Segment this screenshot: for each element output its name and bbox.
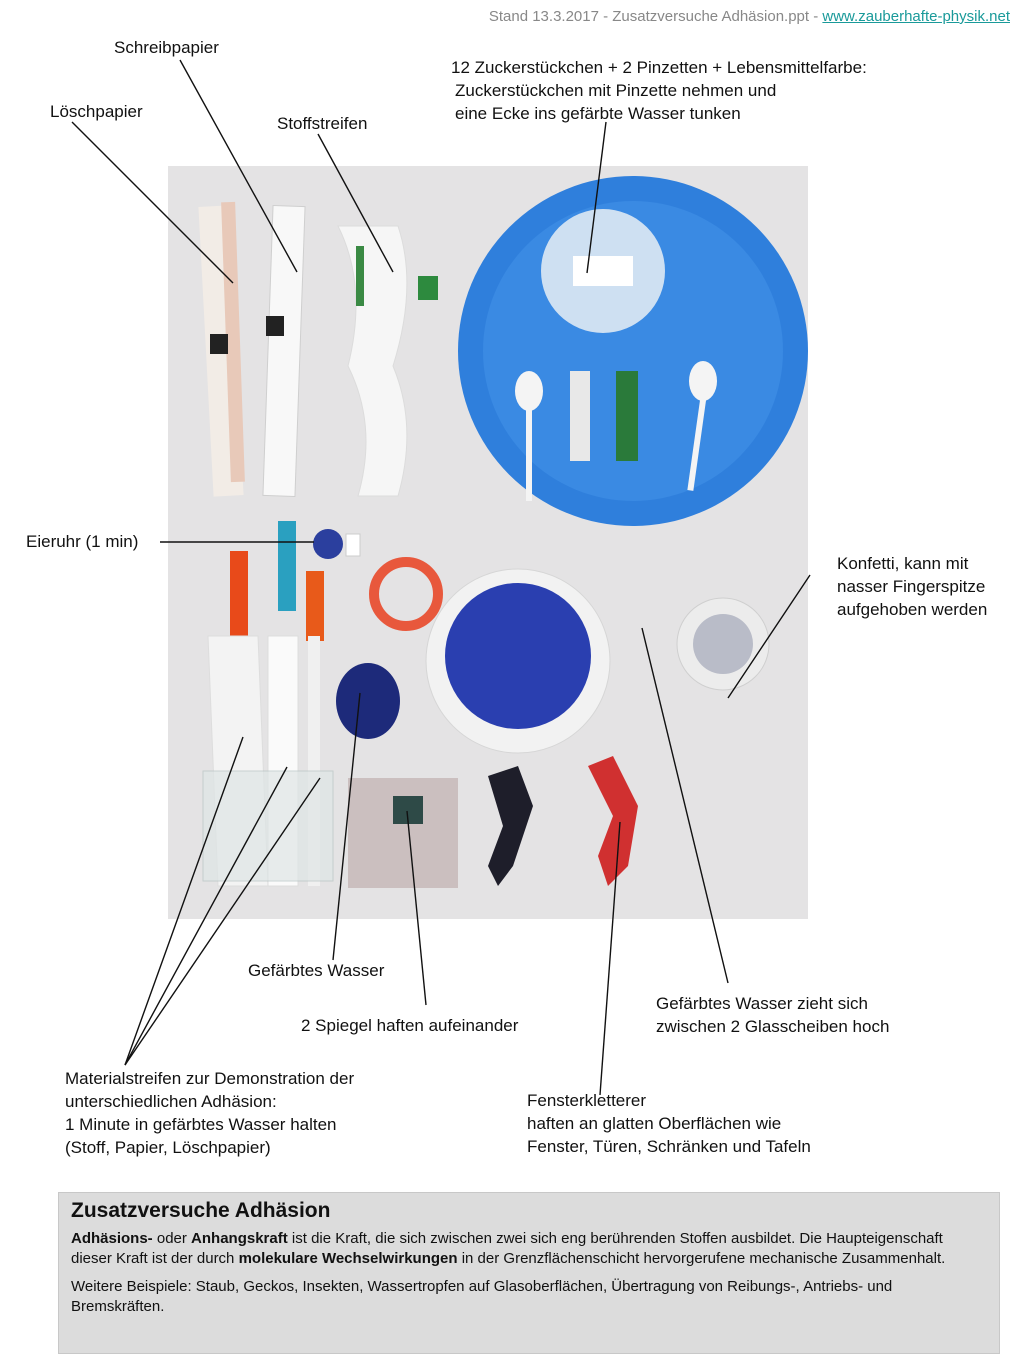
label-material-line2: unterschiedlichen Adhäsion:: [65, 1092, 277, 1111]
green-ribbon: [356, 246, 364, 306]
colored-water-jar: [336, 663, 400, 739]
term-adhaesion: Adhäsions-: [71, 1230, 153, 1247]
spoon-2: [689, 361, 717, 401]
p1-text-end: in der Grenzflächenschicht hervorgerufen…: [457, 1250, 946, 1267]
info-title: Zusatzversuche Adhäsion: [71, 1199, 331, 1222]
orange-ring: [369, 557, 443, 631]
label-materialstreifen: Materialstreifen zur Demonstration der u…: [65, 1067, 354, 1159]
term-anhangskraft: Anhangskraft: [191, 1230, 288, 1247]
label-material-line4: (Stoff, Papier, Löschpapier): [65, 1138, 271, 1157]
photo-illustration: [198, 176, 808, 888]
label-eieruhr: Eieruhr (1 min): [26, 532, 139, 551]
label-fenster-line2: haften an glatten Oberflächen wie: [527, 1114, 782, 1133]
label-fenster-line1: Fensterkletterer: [527, 1091, 647, 1110]
window-climber-red: [588, 756, 638, 886]
label-konfetti-line1: Konfetti, kann mit: [837, 554, 969, 573]
label-zieht-line1: Gefärbtes Wasser zieht sich: [656, 994, 868, 1013]
mirror-tiles: [348, 778, 458, 888]
label-konfetti-line3: aufgehoben werden: [837, 600, 988, 619]
bowl-water: [445, 583, 591, 729]
stoffstreifen: [337, 225, 408, 497]
spoon-1-handle: [526, 406, 532, 501]
p1-text-or: oder: [152, 1230, 192, 1247]
label-spiegel: 2 Spiegel haften aufeinander: [301, 1016, 519, 1035]
label-loeschpapier: Löschpapier: [50, 102, 143, 121]
website-link[interactable]: www.zauberhafte-physik.net: [822, 8, 1010, 25]
label-zieht-line2: zwischen 2 Glasscheiben hoch: [656, 1017, 890, 1036]
glass-plates: [202, 770, 334, 882]
tube-2: [616, 371, 638, 461]
binder-clip-2: [266, 316, 284, 336]
experiment-photo: [168, 166, 808, 919]
clothespin-1: [230, 551, 248, 641]
label-schreibpapier: Schreibpapier: [114, 38, 219, 57]
label-gefaerbtes-wasser: Gefärbtes Wasser: [248, 961, 385, 980]
mirror-small: [393, 796, 423, 824]
egg-timer-glass: [345, 533, 361, 557]
label-zucker-line3: eine Ecke ins gefärbte Wasser tunken: [455, 104, 741, 123]
p1-text-definition: ist die Kraft, die sich zwischen zwei si…: [71, 1230, 943, 1267]
term-molekulare: molekulare Wechselwirkungen: [238, 1250, 458, 1267]
clothespin-2: [278, 521, 296, 611]
label-zucker-line1: 12 Zuckerstückchen + 2 Pinzetten + Leben…: [451, 58, 867, 77]
spoon-2-handle: [687, 395, 707, 491]
label-zucker-line2: Zuckerstückchen mit Pinzette nehmen und: [455, 81, 777, 100]
label-material-line1: Materialstreifen zur Demonstration der: [65, 1069, 355, 1088]
spoon-1: [515, 371, 543, 411]
label-fensterkletterer: Fensterkletterer haften an glatten Oberf…: [527, 1089, 811, 1158]
label-stoffstreifen: Stoffstreifen: [277, 114, 368, 133]
label-material-line3: 1 Minute in gefärbtes Wasser halten: [65, 1115, 337, 1134]
binder-clip: [210, 334, 228, 354]
label-wasser-zieht: Gefärbtes Wasser zieht sich zwischen 2 G…: [656, 992, 889, 1038]
label-fenster-line3: Fenster, Türen, Schränken und Tafeln: [527, 1137, 811, 1156]
label-zucker: 12 Zuckerstückchen + 2 Pinzetten + Leben…: [451, 56, 867, 125]
header-text: Stand 13.3.2017 - Zusatzversuche Adhäsio…: [488, 8, 823, 25]
label-konfetti-line2: nasser Fingerspitze: [837, 577, 986, 596]
label-konfetti: Konfetti, kann mit nasser Fingerspitze a…: [837, 552, 987, 621]
sugar-label: [573, 256, 633, 286]
tube-1: [570, 371, 590, 461]
info-paragraph-2: Weitere Beispiele: Staub, Geckos, Insekt…: [71, 1278, 893, 1315]
window-climber-black: [488, 766, 533, 886]
info-box: Zusatzversuche Adhäsion Adhäsions- oder …: [58, 1192, 1000, 1354]
info-paragraph-1: Adhäsions- oder Anhangskraft ist die Kra…: [71, 1229, 987, 1269]
confetti: [693, 614, 753, 674]
page-header: Stand 13.3.2017 - Zusatzversuche Adhäsio…: [489, 8, 1010, 25]
schreibpapier-strip: [262, 205, 306, 497]
clothespin-3: [306, 571, 324, 641]
egg-timer: [313, 529, 343, 559]
green-tag: [418, 276, 438, 300]
